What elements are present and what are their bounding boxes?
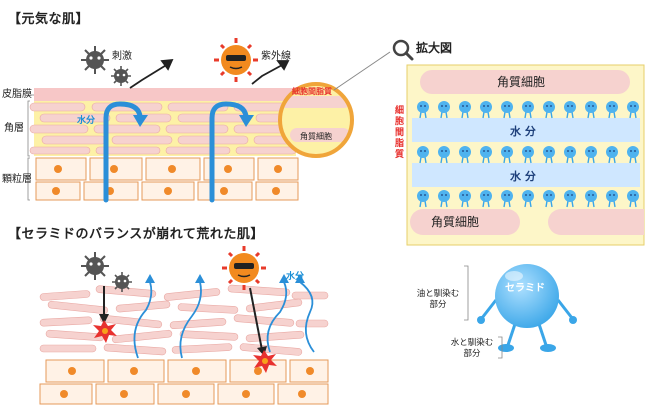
water-escape-arrowheads bbox=[145, 274, 305, 283]
ceramide-molecule bbox=[501, 146, 513, 164]
ceramide-molecule bbox=[585, 101, 597, 119]
ceramide-molecule bbox=[480, 101, 492, 119]
ceramide-molecule bbox=[459, 190, 471, 208]
layer-sebum-label: 皮脂膜 bbox=[2, 89, 32, 100]
ceramide-molecule bbox=[438, 101, 450, 119]
water-arrowheads bbox=[133, 115, 254, 127]
ceramide-molecule bbox=[627, 190, 639, 208]
ceramide-character bbox=[477, 264, 577, 352]
ceramide-molecule bbox=[501, 101, 513, 119]
ceramide-molecule bbox=[501, 190, 513, 208]
ceramide-water-label: 水と馴染む部分 bbox=[450, 338, 494, 359]
healthy-skin-diagram bbox=[27, 38, 301, 203]
ceramide-molecule bbox=[522, 190, 534, 208]
ceramide-molecule bbox=[459, 146, 471, 164]
ceramide-molecule bbox=[585, 190, 597, 208]
bubble-cell-label: 角質細胞 bbox=[300, 132, 332, 141]
ceramide-molecule bbox=[417, 190, 429, 208]
uv-sun-icon-damaged bbox=[222, 246, 266, 290]
ceramide-molecule bbox=[627, 101, 639, 119]
ceramide-molecule bbox=[417, 101, 429, 119]
magnified-bubble bbox=[278, 82, 354, 158]
ceramide-molecule bbox=[627, 146, 639, 164]
uv-label: 紫外線 bbox=[261, 51, 291, 62]
ceramide-brackets bbox=[464, 265, 503, 359]
zoom-cell-bottom-left bbox=[410, 209, 520, 235]
ceramide-molecule bbox=[606, 190, 618, 208]
uv-sun-icon bbox=[214, 38, 258, 82]
stimulus-label: 刺激 bbox=[112, 51, 132, 62]
zoom-cell-top bbox=[420, 70, 630, 94]
water-band-2 bbox=[412, 163, 640, 187]
zoom-connector bbox=[333, 51, 391, 91]
healthy-water-label: 水分 bbox=[77, 116, 96, 126]
zoom-water-1-label: 水 分 bbox=[510, 125, 536, 138]
ceramide-molecule bbox=[543, 101, 555, 119]
ceramide-molecule bbox=[543, 190, 555, 208]
damaged-granular-nuclei bbox=[60, 367, 314, 398]
ceramide-molecule bbox=[564, 146, 576, 164]
granular-nuclei bbox=[52, 165, 282, 195]
water-band-1 bbox=[412, 118, 640, 142]
ceramide-molecule bbox=[585, 146, 597, 164]
zoom-cell-top-label: 角質細胞 bbox=[497, 75, 546, 89]
ceramide-molecules bbox=[417, 101, 639, 208]
water-retained-arrows bbox=[103, 101, 249, 203]
ceramide-molecule bbox=[606, 146, 618, 164]
ceramide-molecule bbox=[522, 146, 534, 164]
magnifier-icon bbox=[392, 39, 414, 61]
damaged-title: 【セラミドのバランスが崩れて荒れた肌】 bbox=[8, 227, 264, 242]
uv-deflect-arrow bbox=[251, 60, 290, 85]
ceramide-oil-label: 油と馴染む部分 bbox=[416, 289, 460, 310]
ceramide-molecule bbox=[564, 101, 576, 119]
zoom-cell-bottom-label: 角質細胞 bbox=[431, 215, 480, 229]
ceramide-molecule bbox=[438, 146, 450, 164]
ceramide-molecule bbox=[606, 101, 618, 119]
ceramide-molecule bbox=[438, 190, 450, 208]
zoom-cell-bottom-right bbox=[548, 209, 644, 235]
bubble-lipid-label: 細胞間脂質 bbox=[292, 87, 332, 96]
ceramide-molecule bbox=[459, 101, 471, 119]
ceramide-molecule bbox=[543, 146, 555, 164]
zoom-view bbox=[406, 64, 645, 246]
ceramide-molecule bbox=[522, 101, 534, 119]
damage-burst-icon bbox=[93, 320, 117, 343]
zoom-label: 拡大図 bbox=[416, 41, 453, 55]
damage-burst-icon-uv bbox=[253, 350, 277, 373]
ceramide-molecule bbox=[480, 146, 492, 164]
ceramide-molecule bbox=[480, 190, 492, 208]
germ-icon-damaged bbox=[81, 252, 132, 292]
ceramide-molecule bbox=[417, 146, 429, 164]
ceramide-name: セラミド bbox=[505, 283, 545, 294]
layer-corneum-label: 角層 bbox=[4, 123, 24, 134]
damaged-horn-cells bbox=[39, 284, 329, 356]
layer-brackets bbox=[27, 94, 34, 201]
deflect-arrow bbox=[129, 58, 174, 89]
damaged-skin-diagram bbox=[39, 246, 329, 405]
zoom-lipid-vertical-label: 細胞間脂質 bbox=[395, 106, 405, 160]
zoom-water-2-label: 水 分 bbox=[510, 170, 536, 183]
healthy-title: 【元気な肌】 bbox=[8, 12, 90, 27]
water-escape-arrows bbox=[133, 281, 315, 359]
sebum-film bbox=[34, 88, 296, 101]
damaged-water-label: 水分 bbox=[286, 272, 305, 282]
penetrate-arrow-germ bbox=[99, 286, 109, 324]
germ-icon bbox=[81, 46, 131, 86]
layer-granular-label: 顆粒層 bbox=[2, 174, 32, 185]
ceramide-molecule bbox=[564, 190, 576, 208]
